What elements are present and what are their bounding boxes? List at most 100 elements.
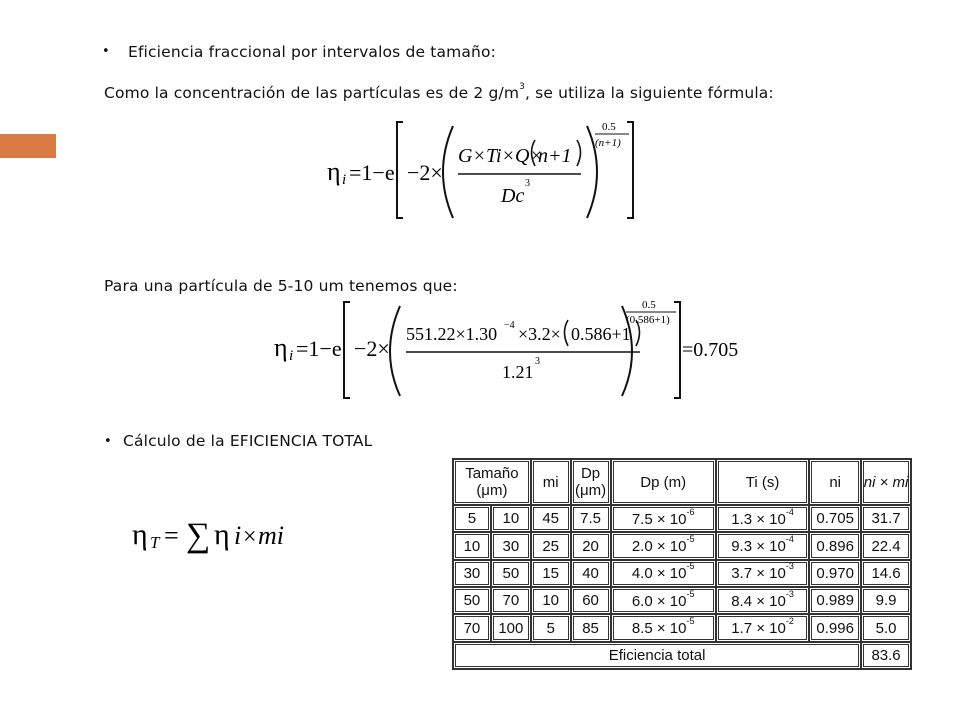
total-label: Eficiencia total (451, 640, 863, 671)
f2-paren-left (389, 305, 401, 397)
f1-lhs: =1−e (349, 160, 395, 185)
f1-paren-right (586, 125, 598, 219)
f1-paren-left (442, 125, 454, 219)
f2-den: 1.21 (502, 362, 534, 382)
para1-sup: 3 (519, 81, 525, 92)
cell-dp-m-base: 6.0 × 10 (631, 592, 687, 610)
formula-total-efficiency: η T = ∑ η i × mi (132, 517, 284, 554)
header-tamano: Tamaño (μm) (452, 457, 532, 507)
f1-den-exp: 3 (525, 178, 530, 189)
cell-ni: 0.705 (808, 504, 863, 534)
f2-exp-num: 0.5 (642, 299, 656, 311)
f1-sub: i (342, 172, 346, 188)
cell-ti: 1.3 × 10-4 (714, 504, 811, 534)
bullet-eficiencia-total: Cálculo de la EFICIENCIA TOTAL (123, 432, 373, 450)
f1-bracket-left (396, 121, 403, 219)
f2-bracket-left (343, 301, 350, 399)
f2-num-a: 551.22×1.30 (406, 324, 497, 344)
f3-sub: T (150, 533, 161, 552)
cell-mi: 15 (529, 558, 572, 589)
cell-size-max: 10 (489, 504, 532, 534)
cell-ti: 8.4 × 10-3 (714, 586, 811, 616)
cell-ti-base: 8.4 × 10 (731, 592, 786, 610)
table-total-row: Eficiencia total 83.6 (451, 640, 912, 671)
cell-dp-m: 4.0 × 10-5 (609, 558, 717, 589)
cell-dp-m-base: 8.5 × 10 (631, 620, 687, 638)
f1-paren-small-right (576, 139, 582, 167)
cell-ti-base: 9.3 × 10 (731, 538, 786, 556)
header-dp-um: Dp (μm) (569, 457, 612, 507)
f3-times: × (243, 524, 257, 550)
para1-before: Como la concentración de las partículas … (104, 84, 520, 102)
header-dp-m: Dp (m) (609, 457, 717, 507)
cell-size-min: 5 (452, 504, 492, 534)
cell-ti-exp: -3 (785, 588, 794, 599)
cell-ni-mi: 5.0 (860, 613, 912, 643)
f2-num-c: 0.586+1 (571, 324, 631, 344)
cell-size-max: 70 (489, 586, 532, 616)
formula-efficiency-general: η i =1−e −2× G×Ti×Q× n+1 Dc 3 0.5 (n+1) (327, 121, 634, 219)
f2-paren-right (621, 305, 633, 397)
table-header-row: Tamaño (μm) mi Dp (μm) Dp (m) Ti (s) ni … (452, 457, 912, 507)
cell-ti-base: 3.7 × 10 (731, 565, 786, 583)
table-row: 70 100 5 85 8.5 × 10-5 1.7 × 10-2 0.996 … (452, 613, 912, 643)
cell-size-min: 70 (452, 613, 492, 643)
para1-after: , se utiliza la siguiente fórmula: (524, 84, 774, 102)
cell-dp-m-base: 7.5 × 10 (631, 510, 687, 528)
f2-paren-small-right (635, 319, 641, 347)
cell-dp-um: 20 (569, 531, 612, 561)
f2-num-b: ×3.2× (518, 324, 561, 344)
cell-mi: 5 (529, 613, 572, 643)
cell-size-min: 10 (452, 531, 492, 561)
cell-dp-m-exp: -6 (686, 506, 695, 517)
cell-ti-base: 1.7 × 10 (731, 620, 786, 638)
f2-paren-small-left (563, 319, 569, 347)
cell-mi: 45 (529, 504, 572, 534)
cell-dp-um: 40 (569, 558, 612, 589)
f1-coef: −2× (407, 160, 443, 185)
f3-eta: η (132, 518, 148, 551)
cell-dp-m: 7.5 × 10-6 (609, 504, 717, 534)
cell-dp-m: 2.0 × 10-5 (609, 531, 717, 561)
cell-dp-m-exp: -5 (686, 534, 695, 545)
cell-ni-mi: 14.6 (860, 558, 912, 589)
f3-sum: ∑ (186, 517, 210, 554)
cell-size-max: 30 (489, 531, 532, 561)
cell-dp-m-exp: -5 (686, 561, 695, 572)
f3-i: i (234, 521, 241, 550)
cell-dp-m-exp: -5 (686, 616, 695, 627)
cell-ti: 1.7 × 10-2 (714, 613, 811, 643)
table-row: 50 70 10 60 6.0 × 10-5 8.4 × 10-3 0.989 … (452, 586, 912, 616)
cell-dp-m: 8.5 × 10-5 (609, 613, 717, 643)
f3-eta-i: η (214, 518, 230, 551)
cell-ni-mi: 22.4 (860, 531, 912, 561)
bullet-dot: • (102, 44, 110, 59)
f1-num-a: G×Ti×Q× (458, 145, 543, 167)
header-mi: mi (529, 457, 572, 507)
header-ni: ni (808, 457, 863, 507)
formula-efficiency-example: η i =1−e −2× 551.22×1.30 −4 ×3.2× 0.586+… (274, 299, 738, 399)
cell-size-max: 50 (489, 558, 532, 589)
f1-num-b: n+1 (538, 145, 572, 167)
f2-result: =0.705 (682, 339, 738, 361)
f2-sub: i (289, 348, 293, 364)
f2-lhs: =1−e (296, 336, 342, 361)
cell-dp-m-base: 2.0 × 10 (631, 538, 687, 556)
cell-dp-m-exp: -5 (686, 588, 695, 599)
cell-ni: 0.989 (808, 586, 863, 616)
cell-ti-exp: -4 (785, 506, 794, 517)
header-ni-mi: ni × mi (860, 457, 912, 507)
accent-bar (0, 134, 56, 158)
cell-size-max: 100 (489, 613, 532, 643)
f2-eta: η (274, 333, 288, 362)
f3-mi: mi (258, 521, 284, 550)
f2-bracket-right (674, 301, 681, 399)
f2-den-exp: 3 (535, 356, 540, 367)
efficiency-table: Tamaño (μm) mi Dp (μm) Dp (m) Ti (s) ni … (451, 457, 912, 671)
f2-num-exp: −4 (504, 320, 515, 331)
table-row: 5 10 45 7.5 7.5 × 10-6 1.3 × 10-4 0.705 … (452, 504, 912, 534)
f1-den: Dc (500, 185, 524, 207)
paragraph-concentracion: Como la concentración de las partículas … (104, 81, 774, 102)
bullet-eficiencia-fraccional: Eficiencia fraccional por intervalos de … (128, 43, 496, 61)
cell-ti-exp: -3 (785, 561, 794, 572)
